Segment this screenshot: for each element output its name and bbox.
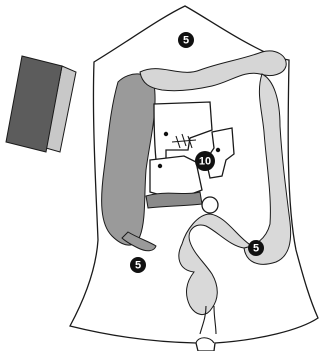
sponge — [6, 56, 76, 152]
marker-left-label: 5 — [135, 260, 141, 272]
marker-left: 5 — [130, 257, 146, 273]
bowel-dot-1 — [164, 132, 168, 136]
bowel-dot-2 — [158, 164, 162, 168]
bowel-dot-3 — [216, 148, 220, 152]
marker-right: 5 — [248, 240, 264, 256]
marker-upper: 5 — [178, 32, 194, 48]
marker-center-label: 10 — [199, 156, 211, 168]
small-bowel-ring — [202, 197, 218, 213]
marker-right-label: 5 — [253, 243, 259, 255]
marker-upper-label: 5 — [183, 35, 189, 47]
small-bowel-loop-lower — [150, 156, 202, 196]
marker-center: 10 — [195, 151, 215, 171]
